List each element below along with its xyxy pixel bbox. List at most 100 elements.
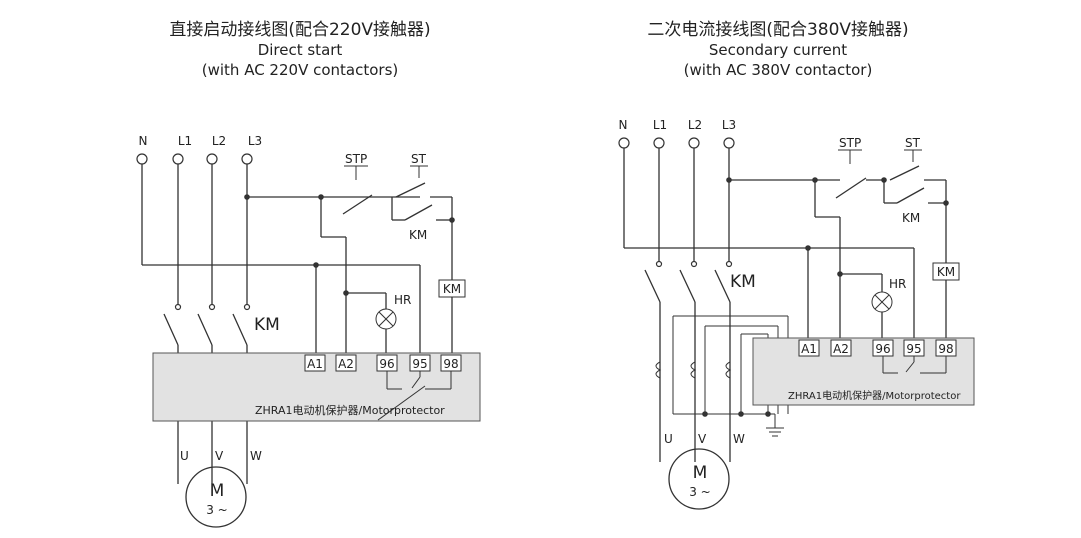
left-motor-label: M: [210, 481, 225, 501]
right-km-pole-2-top: [690, 260, 698, 268]
left-km-pole-1-top: [174, 303, 182, 311]
right-title-en: Secondary current: [708, 41, 848, 59]
right-label-l2: L2: [688, 118, 702, 132]
left-junction-coil: [449, 217, 455, 223]
right-terminal-l3: [723, 137, 735, 149]
right-km-contact-label: KM: [902, 211, 920, 225]
left-terminal-96-label: 96: [379, 357, 394, 371]
right-terminal-a1: [798, 339, 820, 357]
right-junction-n: [805, 245, 811, 251]
right-terminal-98-label: 98: [938, 342, 953, 356]
right-label-n: N: [619, 118, 628, 132]
right-diagram: N L1 L2 L3 KM: [618, 118, 975, 510]
left-device-label: ZHRA1电动机保护器/Motorprotector: [255, 403, 445, 417]
right-km-pole-1-top: [655, 260, 663, 268]
left-terminal-a1-label: A1: [307, 357, 323, 371]
left-st-contact: [395, 182, 426, 198]
left-terminal-l1: [172, 153, 184, 165]
left-terminal-a2: [335, 354, 357, 372]
left-km-pole-3-top: [243, 303, 251, 311]
right-junction-ct-3: [765, 411, 771, 417]
right-stp-contact: [835, 177, 867, 199]
right-terminal-l2: [688, 137, 700, 149]
right-ct-1: [655, 361, 662, 379]
right-terminal-n: [618, 137, 630, 149]
left-label-l3: L3: [248, 134, 262, 148]
left-terminal-98-label: 98: [443, 357, 458, 371]
right-km-pole-2: [679, 269, 696, 303]
right-km-main-label: KM: [730, 272, 756, 292]
left-label-l2: L2: [212, 134, 226, 148]
left-junction-l3: [244, 194, 250, 200]
right-st-label: ST: [905, 136, 921, 150]
left-km-main-label: KM: [254, 315, 280, 335]
left-km-pole-2: [197, 313, 213, 346]
left-label-l1: L1: [178, 134, 192, 148]
left-terminal-l3: [241, 153, 253, 165]
left-terminal-a2-label: A2: [338, 357, 354, 371]
right-hr-label: HR: [889, 277, 906, 291]
right-terminal-95-label: 95: [906, 342, 921, 356]
left-label-n: N: [139, 134, 148, 148]
left-terminal-95-label: 95: [412, 357, 427, 371]
left-junction-hr: [343, 290, 349, 296]
left-relay-diagonal: [377, 385, 426, 421]
right-label-l1: L1: [653, 118, 667, 132]
right-junction-l3: [726, 177, 732, 183]
right-km-coil-label: KM: [937, 265, 955, 279]
right-output-w: W: [733, 432, 745, 446]
left-terminal-a1: [304, 354, 326, 372]
right-label-l3: L3: [722, 118, 736, 132]
right-km-contact: [896, 187, 925, 204]
left-km-contact-label: KM: [409, 228, 427, 242]
left-stp-contact: [342, 194, 373, 215]
right-title-zh: 二次电流接线图(配合380V接触器): [647, 20, 909, 40]
right-subtitle-en: (with AC 380V contactor): [683, 61, 873, 79]
right-relay-contact: [905, 361, 915, 373]
left-km-pole-2-top: [208, 303, 216, 311]
right-motor-phase: 3 ~: [689, 485, 711, 499]
left-motor: [185, 466, 247, 528]
left-diagram: N L1 L2 L3 KM: [136, 134, 481, 528]
left-subtitle-en: (with AC 220V contactors): [201, 61, 399, 79]
right-title-block: 二次电流接线图(配合380V接触器) Secondary current (wi…: [598, 20, 958, 80]
right-km-pole-3: [714, 269, 731, 303]
right-km-pole-3-top: [725, 260, 733, 268]
left-km-coil-label: KM: [443, 282, 461, 296]
left-km-pole-1: [163, 313, 179, 346]
right-output-v: V: [698, 432, 707, 446]
left-hr-label: HR: [394, 293, 411, 307]
left-hr-lamp-cross-b: [378, 311, 394, 327]
right-terminal-a1-label: A1: [801, 342, 817, 356]
left-motor-phase: 3 ~: [206, 503, 228, 517]
right-terminal-l1: [653, 137, 665, 149]
left-output-w: W: [250, 449, 262, 463]
left-st-label: ST: [411, 152, 427, 166]
left-output-v: V: [215, 449, 224, 463]
right-stp-label: STP: [839, 136, 861, 150]
right-terminal-a2-label: A2: [833, 342, 849, 356]
right-junction-ct-1: [702, 411, 708, 417]
right-ct-2: [690, 361, 697, 379]
right-hr-lamp-cross-b: [874, 294, 890, 310]
right-output-u: U: [664, 432, 673, 446]
right-terminal-a2: [830, 339, 852, 357]
right-st-contact: [889, 165, 920, 181]
left-km-pole-3: [232, 313, 248, 346]
left-junction-n: [313, 262, 319, 268]
right-km-pole-1: [644, 269, 661, 303]
left-km-contact: [404, 204, 433, 221]
left-title-en: Direct start: [257, 41, 343, 59]
left-terminal-n: [136, 153, 148, 165]
left-relay-contact: [411, 376, 421, 389]
right-ct-3: [725, 361, 732, 379]
right-junction-ct-2: [738, 411, 744, 417]
left-terminal-l2: [206, 153, 218, 165]
right-motor-label: M: [693, 463, 708, 483]
right-motor: [668, 448, 730, 510]
left-title-block: 直接启动接线图(配合220V接触器) Direct start (with AC…: [120, 20, 480, 80]
left-stp-label: STP: [345, 152, 367, 166]
left-title-zh: 直接启动接线图(配合220V接触器): [169, 20, 431, 40]
right-device-label: ZHRA1电动机保护器/Motorprotector: [788, 389, 961, 402]
